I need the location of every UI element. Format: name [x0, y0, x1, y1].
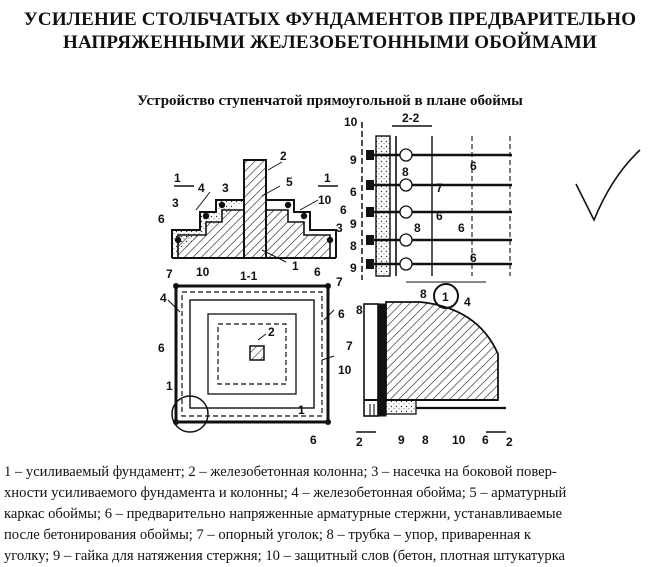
label-8-section-b: 8 — [350, 239, 357, 253]
label-1-elevation: 1 — [292, 259, 299, 273]
label-7-plan-left: 7 — [166, 267, 173, 281]
label-7-plan-right: 7 — [336, 275, 343, 289]
drawing-labels: 2 5 4 3 3 6 10 6 3 1 1 1 1-1 7 10 6 7 4 … — [158, 111, 513, 449]
callout-label-1: 1 — [166, 379, 173, 393]
detail-number-1: 1 — [442, 290, 449, 304]
label-8-detail-bottom: 8 — [422, 433, 429, 447]
label-10-plan-right: 10 — [338, 363, 352, 377]
cut-label-1a: 1 — [174, 171, 181, 185]
label-8-section-a: 8 — [402, 165, 409, 179]
technical-drawing: 2 5 4 3 3 6 10 6 3 1 1 1 1-1 7 10 6 7 4 … — [158, 111, 641, 449]
cut-label-2a: 2 — [356, 435, 363, 449]
label-9-detail: 9 — [398, 433, 405, 447]
section-label-2-2: 2-2 — [402, 111, 420, 125]
legend-line-3: каркас обоймы; 6 – предварительно напряж… — [4, 506, 563, 522]
detail-1-view — [356, 281, 506, 433]
label-6-detail: 6 — [482, 433, 489, 447]
subtitle: Устройство ступенчатой прямоугольной в п… — [137, 93, 523, 109]
label-6-plan-right: 6 — [338, 307, 345, 321]
section-2-2-view — [361, 122, 512, 280]
label-2-plan: 2 — [268, 325, 275, 339]
label-10-section: 10 — [344, 115, 358, 129]
legend-line-2: хности усиливаемого фундамента и колонны… — [4, 485, 567, 501]
legend: 1 – усиливаемый фундамент; 2 – железобет… — [4, 462, 660, 567]
label-9-section-b: 9 — [350, 217, 357, 231]
label-8-detail: 8 — [356, 303, 363, 317]
label-3-elevation: 3 — [222, 181, 229, 195]
cut-label-1b: 1 — [324, 171, 331, 185]
label-10-plan: 10 — [196, 265, 210, 279]
label-5: 5 — [286, 175, 293, 189]
label-4-elevation: 4 — [198, 181, 205, 195]
label-6-plan-left: 6 — [158, 341, 165, 355]
label-6-plan-top: 6 — [314, 265, 321, 279]
title-line-2: НАПРЯЖЕННЫМИ ЖЕЛЕЗОБЕТОННЫМИ ОБОЙМАМИ — [62, 32, 598, 53]
label-8-detail-top: 8 — [420, 287, 427, 301]
label-2-elevation: 2 — [280, 149, 287, 163]
label-6-section-b: 6 — [470, 159, 477, 173]
label-1-plan: 1 — [298, 403, 305, 417]
title-line-1: УСИЛЕНИЕ СТОЛБЧАТЫХ ФУНДАМЕНТОВ ПРЕДВАРИ… — [23, 9, 637, 30]
label-10-detail: 10 — [452, 433, 466, 447]
label-6-plan-bottom: 6 — [310, 433, 317, 447]
label-6-section-c: 6 — [436, 209, 443, 223]
label-6-section-e: 6 — [470, 251, 477, 265]
legend-line-5: уголку; 9 – гайка для натяжения стержня;… — [4, 548, 566, 564]
label-8-section-c: 8 — [414, 221, 421, 235]
label-4-detail: 4 — [464, 295, 471, 309]
label-3-right: 3 — [336, 221, 343, 235]
plan-view — [167, 283, 335, 433]
label-4-plan: 4 — [160, 291, 167, 305]
label-6-section-d: 6 — [458, 221, 465, 235]
legend-line-4: после бетонирования обоймы; 7 – опорный … — [4, 527, 531, 543]
label-6-right: 6 — [340, 203, 347, 217]
cut-label-2b: 2 — [506, 435, 513, 449]
label-9-section-a: 9 — [350, 153, 357, 167]
label-10-elevation: 10 — [318, 193, 332, 207]
legend-line-1: 1 – усиливаемый фундамент; 2 – железобет… — [4, 464, 557, 480]
label-7-section: 7 — [436, 181, 443, 195]
label-6-section-a: 6 — [350, 185, 357, 199]
label-7-detail: 7 — [346, 339, 353, 353]
check-mark — [575, 149, 641, 222]
section-label-1-1: 1-1 — [240, 269, 258, 283]
label-3-left: 3 — [172, 196, 179, 210]
label-6-left: 6 — [158, 212, 165, 226]
elevation-view — [171, 159, 338, 263]
label-9-section-c: 9 — [350, 261, 357, 275]
